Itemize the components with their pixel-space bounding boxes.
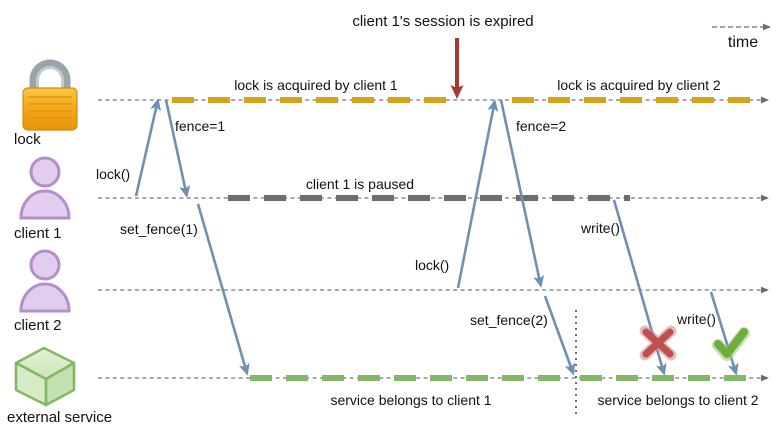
session-expired-note: client 1's session is expired <box>352 13 534 30</box>
actor-label-service: external service <box>7 409 113 426</box>
actor-label-client2: client 2 <box>14 317 62 334</box>
message-label-write-client1: write() <box>581 220 620 236</box>
person-icon-client2 <box>19 249 71 313</box>
band-label-lock-client1: lock is acquired by client 1 <box>234 77 398 93</box>
message-label-set-fence-1: set_fence(1) <box>120 221 198 237</box>
message-label-lock-call-1: lock() <box>96 166 131 182</box>
message-label-write-client2: write() <box>677 311 716 327</box>
message-label-fence-1: fence=1 <box>175 118 226 134</box>
arrow-lock-call-2 <box>456 99 499 289</box>
person-icon-client1 <box>19 156 71 220</box>
band-label-service-client1: service belongs to client 1 <box>330 392 492 408</box>
band-label-lock-client2: lock is acquired by client 2 <box>557 77 721 93</box>
check-mark-icon <box>712 327 750 361</box>
band-label-service-client2: service belongs to client 2 <box>597 392 759 408</box>
cross-mark-icon <box>639 325 677 361</box>
time-axis-label: time <box>727 34 759 51</box>
arrow-set-fence-2 <box>543 295 576 376</box>
message-label-set-fence-2: set_fence(2) <box>470 312 548 328</box>
cube-icon <box>14 346 76 407</box>
arrow-set-fence-1 <box>196 203 250 376</box>
arrow-fence-2 <box>499 99 545 288</box>
padlock-icon <box>22 59 78 131</box>
arrow-lock-call-1 <box>134 98 162 197</box>
message-label-fence-2: fence=2 <box>516 118 567 134</box>
actor-label-lock: lock <box>14 131 41 148</box>
arrow-fence-1 <box>164 99 191 198</box>
band-label-client1-paused: client 1 is paused <box>305 176 415 192</box>
actor-label-client1: client 1 <box>14 225 62 242</box>
message-label-lock-call-2: lock() <box>415 257 450 273</box>
